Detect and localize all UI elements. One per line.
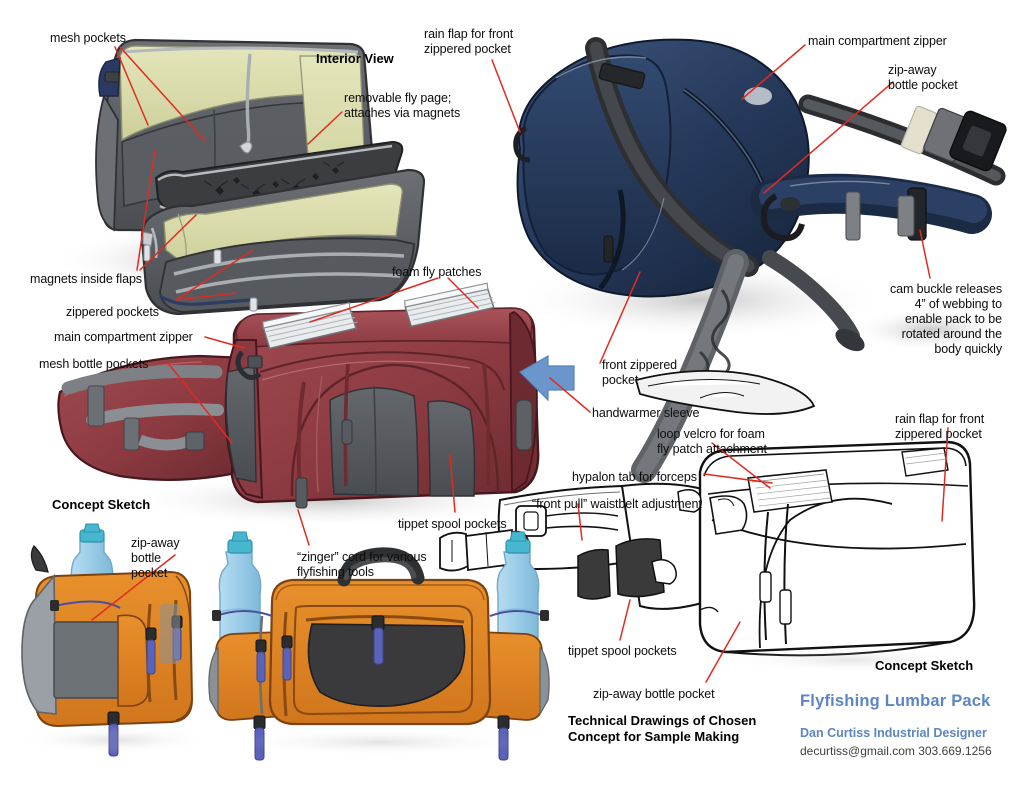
product-photograph [510, 37, 1010, 483]
label-rain-flap-top: rain flap for front zippered pocket [424, 27, 514, 56]
label-magnets-inside-flaps: magnets inside flaps [30, 272, 142, 286]
concept-sketch-caption-left: Concept Sketch [52, 497, 151, 512]
label-mesh-bottle-pockets: mesh bottle pockets [39, 357, 149, 371]
interior-view-caption: Interior View [316, 51, 394, 66]
label-mesh-pockets: mesh pockets [50, 31, 126, 45]
technical-drawings-caption: Technical Drawings of Chosen Concept for… [568, 713, 757, 744]
page-title: Flyfishing Lumbar Pack [800, 692, 991, 710]
label-front-pull-waistbelt: “front pull” waistbelt adjustment [532, 497, 702, 511]
label-main-compartment-zipper-sketch: main compartment zipper [54, 330, 193, 344]
label-front-zippered-pocket-photo: front zippered pocket [602, 358, 678, 387]
label-loop-velcro: loop velcro for foam fly patch attachmen… [657, 427, 767, 456]
label-cam-buckle: cam buckle releases 4” of webbing to ena… [889, 282, 1002, 356]
concept-sketch-caption-right: Concept Sketch [875, 658, 974, 673]
label-removable-fly-page: removable fly page; attaches via magnets [344, 91, 461, 120]
label-zippered-pockets: zippered pockets [66, 305, 159, 319]
label-zip-away-bottle-pocket-photo: zip-away bottle pocket [888, 63, 958, 92]
label-main-compartment-zipper-photo: main compartment zipper [808, 34, 947, 48]
label-handwarmer-sleeve: handwarmer sleeve [592, 406, 700, 420]
designer-credit: Dan Curtiss Industrial Designer [800, 726, 987, 740]
label-hypalon-tab: hypalon tab for forceps [572, 470, 697, 484]
label-rain-flap-right: rain flap for front zippered pocket [895, 412, 985, 441]
concept-sketch-line-illustration [497, 440, 976, 657]
label-zip-away-bottle-pocket-tech-bottom: zip-away bottle pocket [593, 687, 715, 701]
label-tippet-spool-pockets-tech: tippet spool pockets [568, 644, 677, 658]
line-art-strap-curl [634, 369, 816, 415]
label-tippet-spool-pockets-sketch: tippet spool pockets [398, 517, 507, 531]
technical-drawing-orange-center [208, 531, 550, 761]
label-zinger-cord: “zinger” cord for various flyfishing too… [297, 550, 427, 579]
designer-contact: decurtiss@gmail.com 303.669.1256 [800, 744, 992, 758]
label-zip-away-bottle-pocket-tech-left: zip-away bottle pocket [131, 536, 180, 580]
label-foam-fly-patches: foam fly patches [392, 265, 482, 279]
